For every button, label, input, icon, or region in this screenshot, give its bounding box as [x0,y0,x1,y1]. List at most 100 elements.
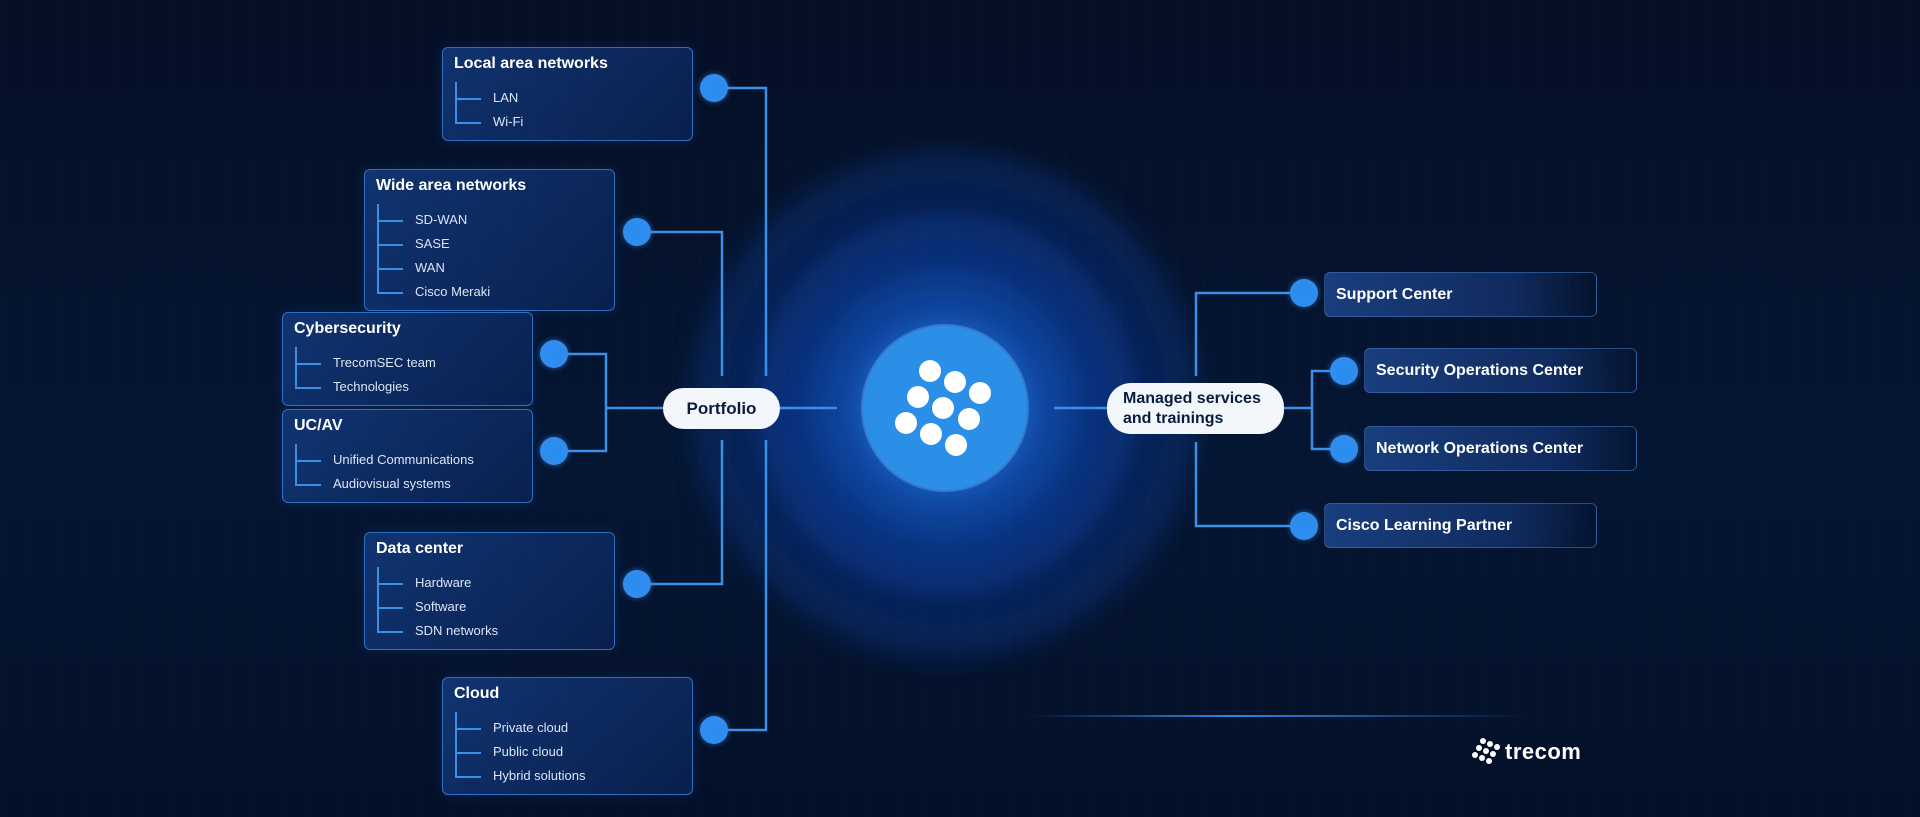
decorative-divider [1030,715,1530,717]
hub-dot [907,386,929,408]
list-item-label: WAN [415,260,445,275]
service-card-support-center[interactable]: Support Center [1324,272,1597,317]
tree-line [295,444,297,485]
list-item: TrecomSEC team [295,352,436,376]
list-item: SDN networks [377,620,498,644]
list-item-label: Unified Communications [333,452,474,467]
tree-line [295,347,297,388]
list-item: Public cloud [455,741,563,765]
connector-node-noc [1330,435,1358,463]
connector-node-support [1290,279,1318,307]
category-title: UC/AV [294,417,343,434]
hub-logo-circle [863,326,1027,490]
connector-node-soc [1330,357,1358,385]
service-card-security-operations-center[interactable]: Security Operations Center [1364,348,1637,393]
trecom-logo-mark-icon [1472,737,1502,767]
tree-branch-line [377,268,403,270]
tree-branch-line [455,728,481,730]
tree-branch-line [295,387,321,389]
list-item: SD-WAN [377,209,467,233]
connector-node-cloud [700,716,728,744]
list-item-label: SDN networks [415,623,499,638]
tree-branch-line [377,607,403,609]
connector-node-lan [700,74,728,102]
list-item-label: TrecomSEC team [333,355,436,370]
category-title: Cloud [454,685,500,702]
hub-dot [945,434,967,456]
list-item: Hardware [377,572,471,596]
service-card-cisco-learning-partner[interactable]: Cisco Learning Partner [1324,503,1597,548]
hub-dot [919,360,941,382]
list-item: Unified Communications [295,449,474,473]
connector-node-datacenter [623,570,651,598]
list-item-label: LAN [493,90,519,105]
list-item-label: SASE [415,236,450,251]
logo-text: trecom [1505,739,1582,764]
tree-branch-line [377,631,403,633]
tree-line [455,712,457,777]
list-item: Software [377,596,466,620]
list-item-label: Public cloud [493,744,564,759]
list-item-label: Wi-Fi [493,114,524,129]
list-item-label: Hardware [415,575,472,590]
list-item-label: Cisco Meraki [415,284,491,299]
list-item: Hybrid solutions [455,765,586,789]
category-title: Local area networks [454,55,608,72]
hub-dot [944,371,966,393]
tree-branch-line [377,292,403,294]
list-item-label: Software [415,599,467,614]
list-item: Cisco Meraki [377,281,490,305]
hub-dot [958,408,980,430]
tree-branch-line [455,752,481,754]
portfolio-label: Portfolio [686,398,757,418]
list-item-label: SD-WAN [415,212,468,227]
list-item-label: Audiovisual systems [333,476,451,491]
category-title: Cybersecurity [294,320,401,337]
list-item: SASE [377,233,450,257]
tree-branch-line [377,220,403,222]
tree-line [455,82,457,123]
list-item: Wi-Fi [455,111,523,135]
trecom-logo: trecom [1472,736,1581,768]
managed-services-pill[interactable]: Managed services and trainings [1107,383,1284,434]
service-card-network-operations-center[interactable]: Network Operations Center [1364,426,1637,471]
service-label: Support Center [1336,285,1453,303]
list-item: Private cloud [455,717,568,741]
list-item: Audiovisual systems [295,473,451,497]
service-label: Cisco Learning Partner [1336,516,1513,534]
hub-dot [920,423,942,445]
hub-dot [969,382,991,404]
list-item: Technologies [295,376,409,400]
list-item-label: Private cloud [493,720,569,735]
category-title: Wide area networks [376,177,527,194]
tree-line [377,567,379,632]
service-label: Network Operations Center [1376,439,1584,457]
tree-branch-line [377,583,403,585]
category-title: Data center [376,540,464,557]
managed-label-line2: and trainings [1123,409,1224,427]
tree-branch-line [295,363,321,365]
list-item-label: Technologies [333,379,409,394]
tree-branch-line [295,484,321,486]
connector-node-learning [1290,512,1318,540]
tree-branch-line [455,776,481,778]
connector-node-cybersecurity [540,340,568,368]
tree-branch-line [455,98,481,100]
connector-node-ucav [540,437,568,465]
tree-branch-line [377,244,403,246]
service-label: Security Operations Center [1376,361,1584,379]
tree-branch-line [295,460,321,462]
connector-node-wan [623,218,651,246]
list-item: LAN [455,87,518,111]
portfolio-pill[interactable]: Portfolio [663,388,780,429]
list-item: WAN [377,257,445,281]
list-item-label: Hybrid solutions [493,768,586,783]
managed-label-line1: Managed services [1123,389,1261,407]
